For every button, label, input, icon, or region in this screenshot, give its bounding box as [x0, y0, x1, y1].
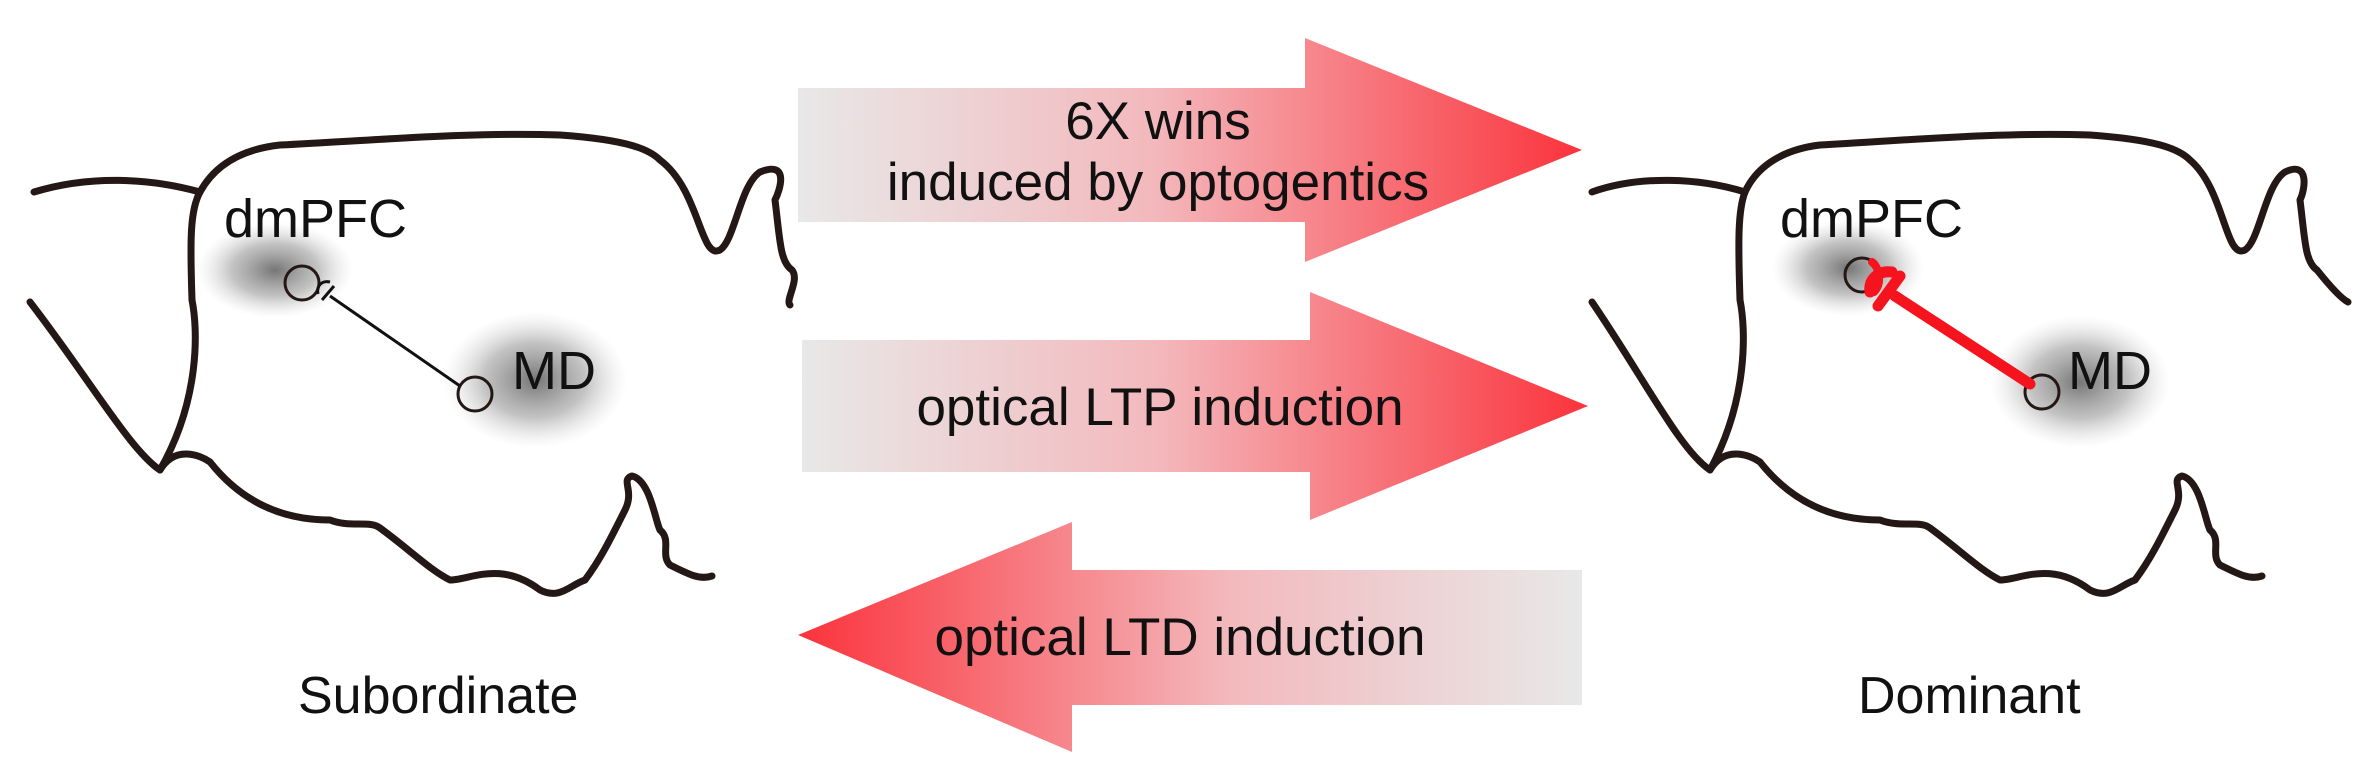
left-brain-outline-base — [156, 450, 716, 597]
right-brain — [1588, 130, 2352, 597]
left-md-neuron — [456, 375, 494, 413]
ltd-arrow-label: optical LTD induction — [934, 608, 1426, 667]
left-md-dmpfc-connection — [329, 294, 461, 388]
wins-arrow-line-2: induced by optogentics — [886, 152, 1430, 212]
wins-arrow — [798, 38, 1582, 262]
right-md-label: MD — [2068, 341, 2152, 401]
right-md-neuron — [2023, 373, 2061, 411]
left-brain-outline-bottom — [26, 188, 204, 474]
wins-arrow-label: 6X wins induced by optogentics — [798, 92, 1518, 214]
right-md-dmpfc-connection — [1889, 290, 2036, 390]
left-synapse-terminal — [316, 280, 336, 301]
right-dmpfc-label: dmPFC — [1780, 189, 1964, 249]
right-brain-outline-top — [1588, 130, 2352, 306]
right-synapse-terminal — [1864, 266, 1906, 312]
wins-arrow-line-1: 6X wins — [1065, 92, 1251, 151]
ltp-arrow — [802, 292, 1588, 520]
left-brain-outline-top — [30, 130, 798, 309]
ltp-arrow-label: optical LTP induction — [916, 378, 1404, 437]
right-brain-outline-base — [1706, 450, 2266, 597]
right-brain-outline-bottom — [1588, 188, 1749, 474]
left-dmpfc-label: dmPFC — [224, 189, 408, 249]
left-md-label: MD — [512, 341, 596, 401]
left-dmpfc-neuron — [283, 264, 321, 302]
left-brain — [26, 130, 798, 597]
left-md-shade — [443, 312, 627, 448]
left-caption-subordinate: Subordinate — [298, 667, 579, 725]
ltd-arrow — [798, 522, 1582, 752]
right-dmpfc-spine — [1868, 258, 1883, 296]
right-caption-dominant: Dominant — [1858, 667, 2081, 725]
right-md-shade — [1990, 316, 2170, 448]
